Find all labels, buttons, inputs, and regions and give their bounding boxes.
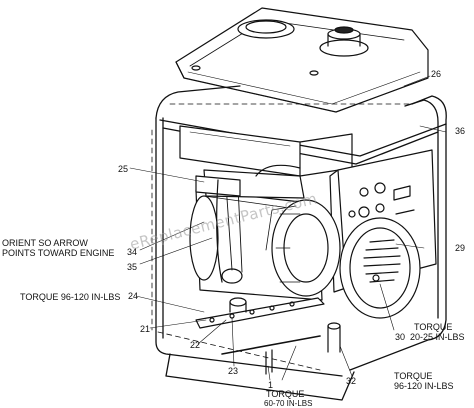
callout-24: 24	[128, 291, 139, 301]
note-torque-30-line2: 20-25 IN-LBS	[410, 332, 465, 342]
note-torque-30-line1: TORQUE	[414, 322, 453, 332]
note-orient-line1: ORIENT SO ARROW	[2, 238, 88, 248]
callout-32: 32	[346, 376, 357, 386]
alternator-end-cover	[339, 217, 421, 319]
callout-23: 23	[228, 366, 239, 376]
base-rails	[195, 297, 341, 375]
callout-26: 26	[431, 69, 442, 79]
fuel-cap	[319, 26, 369, 57]
note-torque-1-line1: TORQUE	[266, 389, 305, 399]
callout-30: 30	[395, 332, 406, 342]
muffler	[195, 175, 241, 283]
callout-1: 1	[268, 380, 274, 390]
stator	[265, 199, 341, 297]
note-torque-1-line2: 60-70 IN-LBS	[264, 399, 313, 408]
note-orient-line2: POINTS TOWARD ENGINE	[2, 248, 115, 258]
callout-22: 22	[190, 340, 201, 350]
callout-35: 35	[127, 262, 138, 272]
callout-21: 21	[140, 324, 151, 334]
note-torque-32-line2: 96-120 IN-LBS	[394, 381, 454, 391]
callout-36: 36	[455, 126, 466, 136]
note-torque-24: TORQUE 96-120 IN-LBS	[20, 292, 121, 302]
fuel-tank	[175, 7, 429, 113]
callout-25: 25	[118, 164, 129, 174]
callout-29: 29	[455, 243, 466, 253]
leader-lines	[129, 75, 447, 381]
callout-34: 34	[127, 247, 138, 257]
note-torque-32-line1: TORQUE	[394, 371, 433, 381]
